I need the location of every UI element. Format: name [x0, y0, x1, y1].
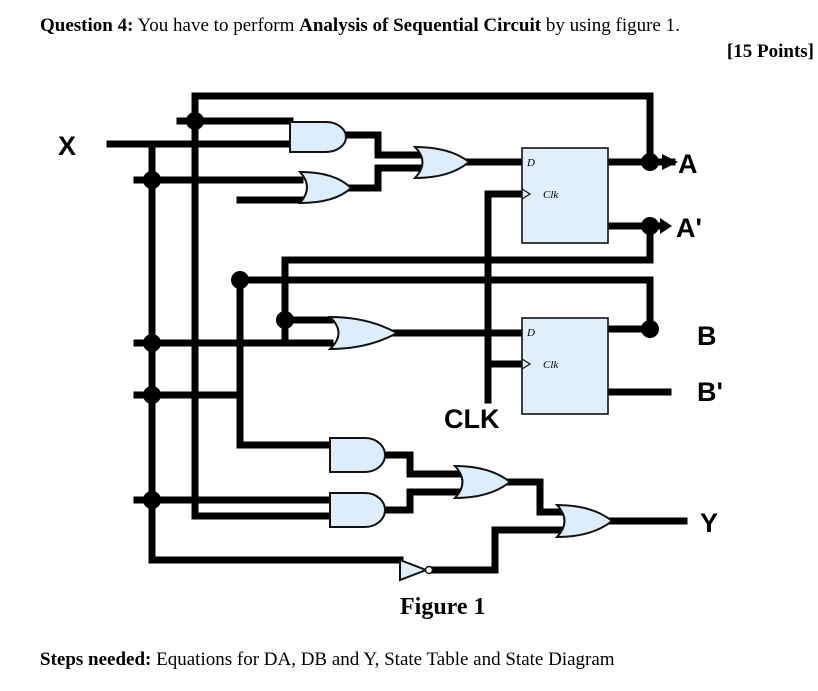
or-gate-2: [452, 464, 512, 500]
figure-caption: Figure 1: [400, 594, 486, 620]
question-text-1: You have to perform: [133, 15, 300, 36]
or-gate-db: [327, 315, 400, 351]
and-gate-2: [329, 437, 386, 473]
ff-a-d-pin: D: [526, 157, 535, 169]
label-a-not: A': [676, 213, 702, 243]
steps-line: Steps needed: Equations for DA, DB and Y…: [40, 648, 615, 672]
or-gate-1: [297, 170, 353, 205]
not-gate: [399, 558, 434, 582]
question-line: Question 4: You have to perform Analysis…: [40, 14, 680, 38]
ff-b-d-pin: D: [526, 327, 535, 339]
flip-flop-a: D Clk: [521, 147, 609, 244]
label-a: A: [678, 149, 698, 179]
or-gate-y: [554, 503, 614, 539]
junction-dots: [143, 112, 659, 509]
label-b-not: B': [697, 377, 723, 407]
ff-b-clk-pin: Clk: [543, 359, 559, 371]
or-gate-da: [412, 145, 471, 180]
label-clk: CLK: [444, 404, 500, 434]
points-label: [15 Points]: [726, 41, 814, 62]
question-number: Question 4:: [40, 15, 134, 36]
steps-text: Equations for DA, DB and Y, State Table …: [151, 649, 615, 670]
question-text-2: by using figure 1.: [541, 15, 680, 36]
question-emphasis: Analysis of Sequential Circuit: [299, 15, 542, 36]
and-gate-3: [329, 492, 386, 528]
flip-flop-b: D Clk: [521, 317, 609, 415]
steps-prefix: Steps needed:: [40, 649, 152, 670]
label-x: X: [58, 131, 76, 161]
output-arrows: [660, 154, 678, 234]
label-b: B: [697, 321, 717, 351]
ff-a-clk-pin: Clk: [543, 189, 559, 201]
and-gate-1: [289, 121, 347, 153]
label-y: Y: [700, 508, 718, 538]
